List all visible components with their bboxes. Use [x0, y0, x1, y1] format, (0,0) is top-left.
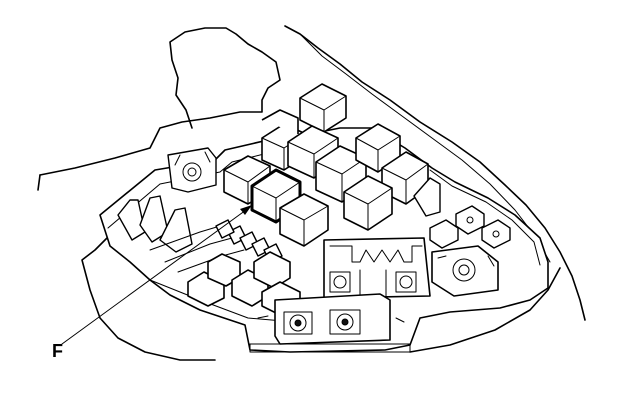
right-side-clips	[413, 177, 511, 249]
callout-f-label: F	[52, 341, 63, 361]
right-stud-block	[431, 245, 499, 297]
bottom-terminal-block	[249, 293, 411, 353]
left-side-ribs	[117, 195, 245, 273]
relay-cubes	[223, 83, 429, 247]
callout-f-leader	[61, 205, 252, 345]
vehicle-body-outline	[37, 25, 586, 361]
center-connector-block	[323, 237, 431, 299]
left-mounting-bracket	[167, 147, 217, 193]
